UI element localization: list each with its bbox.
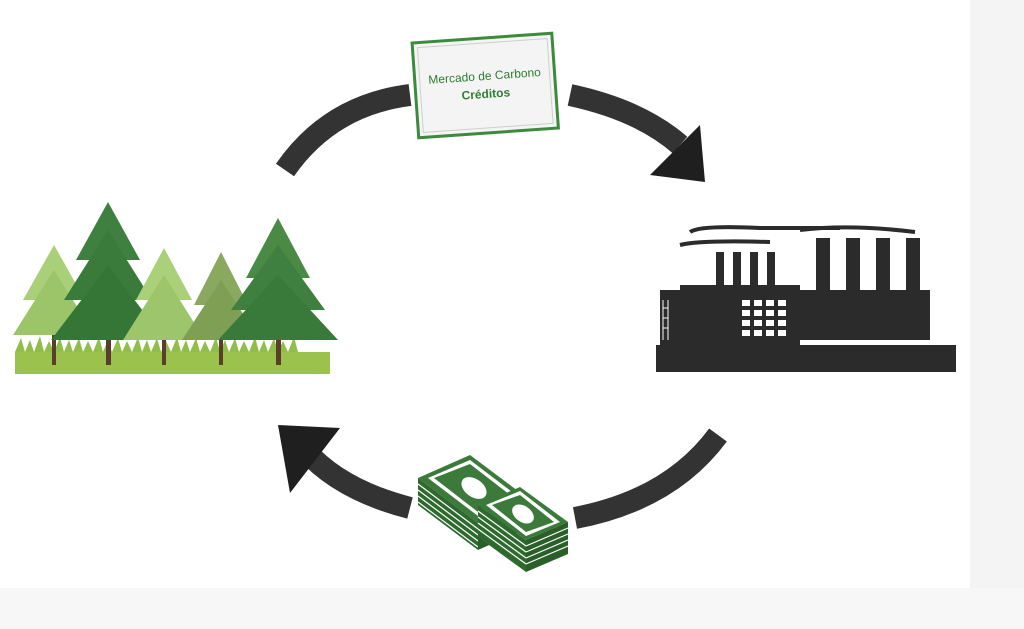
money-stack-icon (417, 455, 569, 572)
cycle-arrow-to-forest (278, 425, 413, 519)
cycle-arc-top-left (275, 84, 412, 177)
card-line-2: Créditos (461, 85, 511, 102)
tree-dark-2 (218, 218, 338, 365)
carbon-credits-card: Mercado de Carbono Créditos (410, 31, 560, 140)
certificate-icon (410, 31, 560, 140)
cycle-arrow-to-factory (567, 84, 705, 182)
tree-light-2 (123, 248, 205, 365)
cycle-arc-bottom-right (572, 428, 727, 529)
forest-icon (13, 202, 338, 374)
factory-icon (656, 225, 956, 372)
